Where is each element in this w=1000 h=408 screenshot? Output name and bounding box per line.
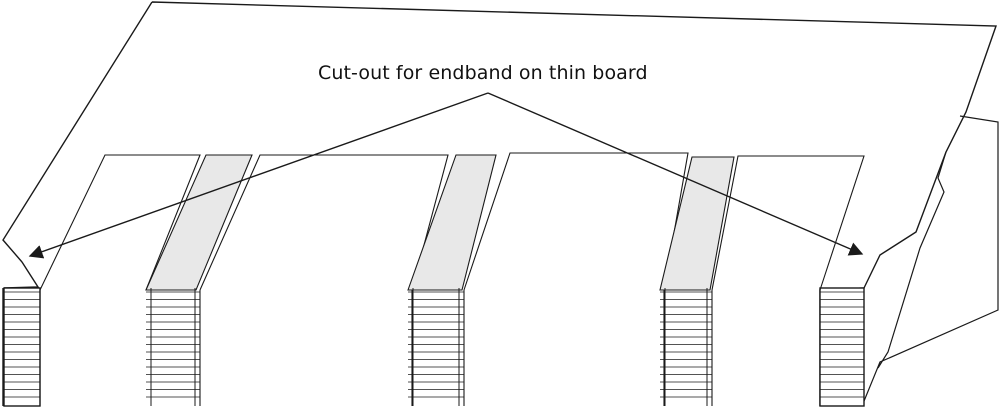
board-panels <box>39 152 865 406</box>
right-textblock-stack <box>819 287 865 407</box>
right-end-signatures <box>820 291 864 398</box>
right-arrow <box>487 92 864 256</box>
signature-stacks <box>4 288 864 406</box>
support-3-signatures <box>660 288 712 406</box>
left-arrow <box>28 92 489 259</box>
annotation-arrows <box>28 92 864 259</box>
support-strips <box>145 154 735 291</box>
left-textblock-stack <box>3 287 41 407</box>
cutout-annotation-label: Cut-out for endband on thin board <box>318 62 648 84</box>
support-1-signatures <box>146 288 200 406</box>
board-flap <box>861 115 999 407</box>
left-end-signatures <box>4 291 40 398</box>
support-2-signatures <box>408 288 464 406</box>
